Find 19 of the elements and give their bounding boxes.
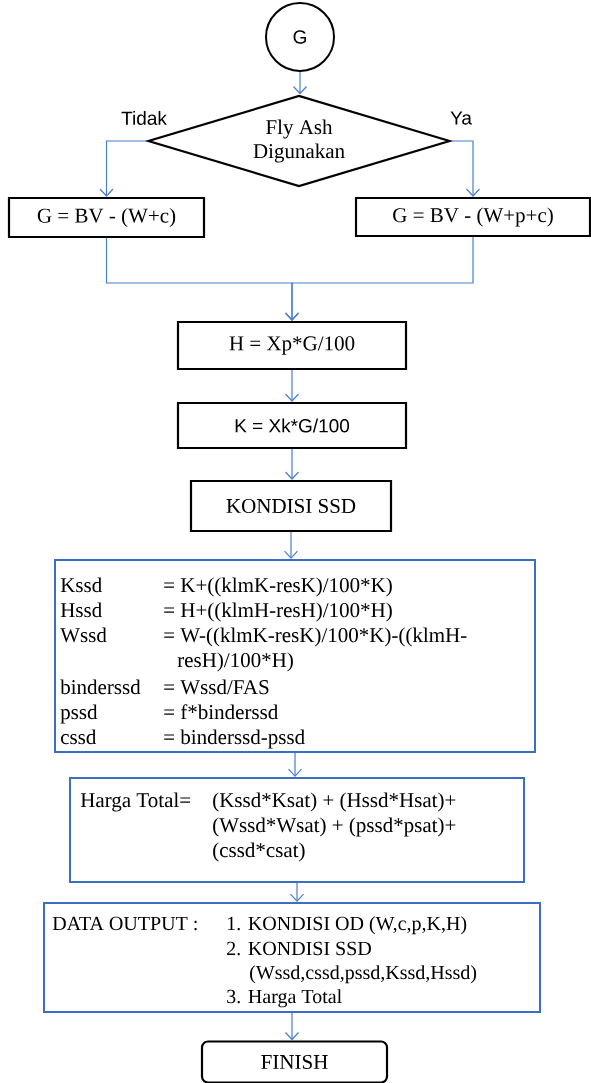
formula-box: Kssd = K+((klmK-resK)/100*K) Hssd = H+((klmH-resH)/100*H) Wssd = W-((klmK-resK)/100*K)-((klmH-resH)/100*H) binderssd = Wssd/FAS pssd = f*binderssd cssd = binderssd-pssd: [54, 559, 536, 753]
arrow: [284, 236, 474, 321]
arrow: [287, 752, 303, 777]
arrow: [284, 448, 300, 480]
process-box: K = Xk*G/100: [176, 401, 408, 450]
arrow: [284, 1012, 300, 1041]
process-box: KONDISI SSD: [189, 479, 393, 533]
formula-box: DATA OUTPUT : 1. KONDISI OD (W,c,p,K,H) 2. KONDISI SSD (Wssd,cssd,pssd,Kssd,Hssd) 3. Harga Total: [43, 902, 541, 1013]
arrow: [284, 369, 300, 402]
formula-box: Harga Total= (Kssd*Ksat) + (Hssd*Hsat)+ (Wssd*Wsat) + (pssd*psat)+ (cssd*csat): [69, 777, 525, 883]
arrow: [450, 140, 481, 197]
arrow: [283, 531, 299, 559]
process-box: G = BV - (W+p+c): [354, 196, 591, 238]
process-box: G = BV - (W+c): [7, 196, 206, 239]
arrow: [99, 140, 148, 197]
arrow: [292, 71, 308, 95]
process-box: H = Xp*G/100: [176, 320, 408, 371]
arrow: [289, 882, 305, 902]
terminator-box: FINISH: [200, 1040, 389, 1083]
